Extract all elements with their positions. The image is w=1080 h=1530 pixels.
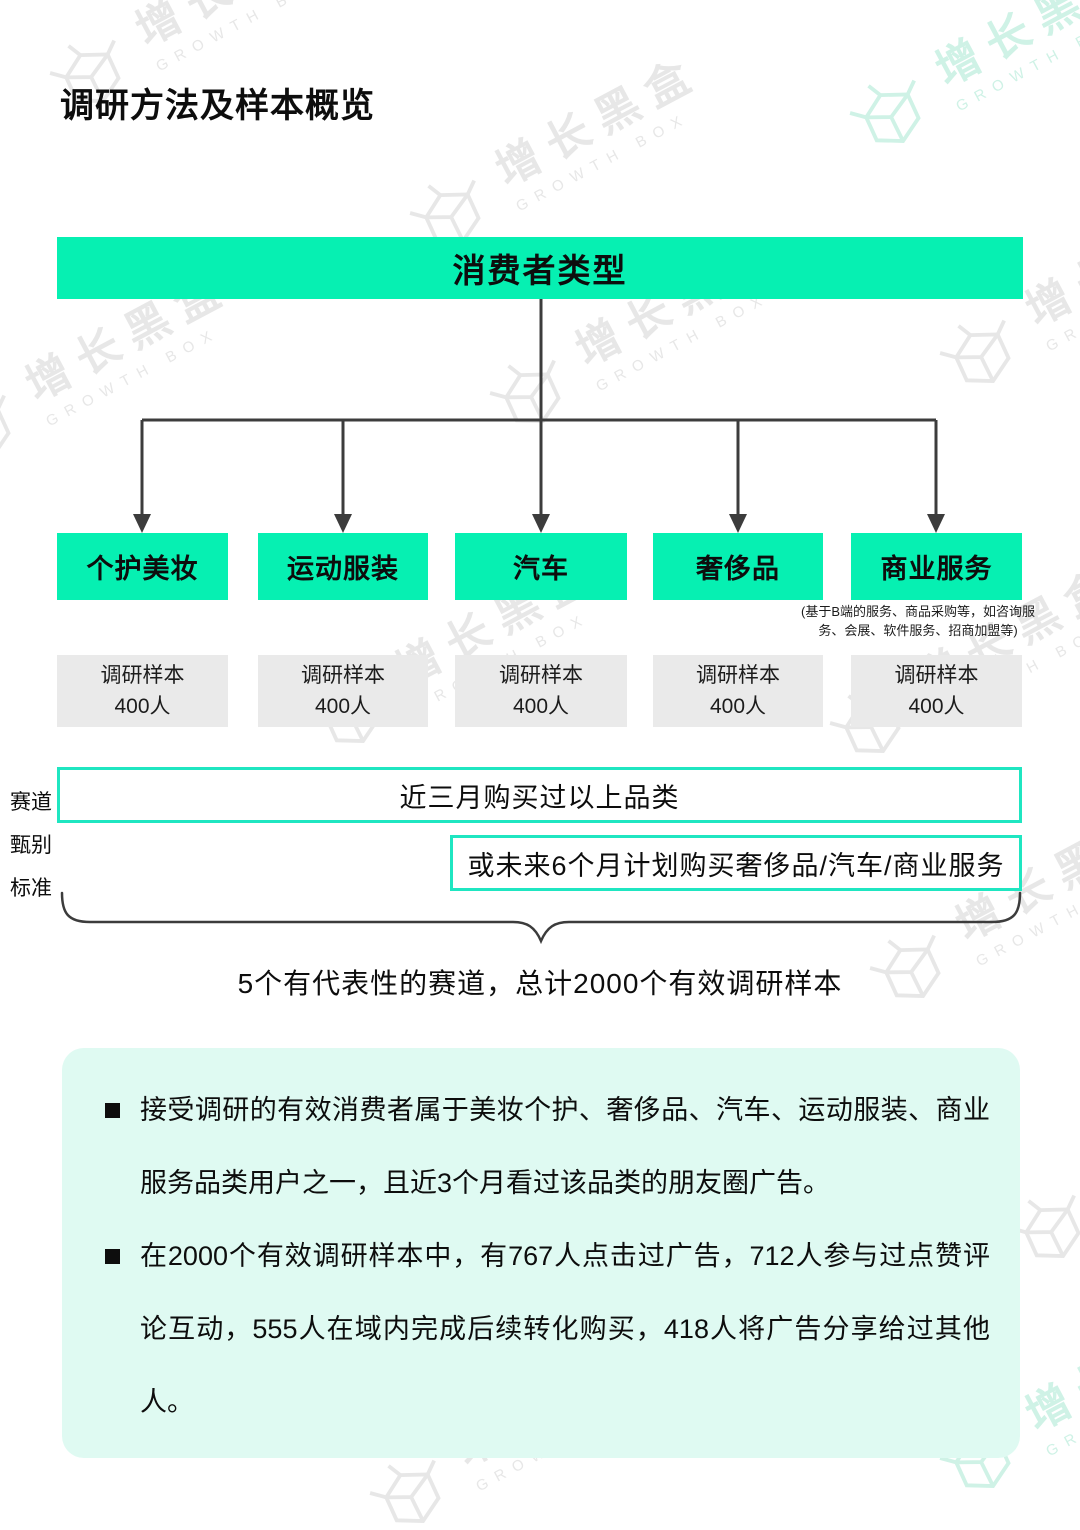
category-box-business-services: 商业服务 [851,533,1022,600]
page-title: 调研方法及样本概览 [60,87,375,125]
notes-panel: 接受调研的有效消费者属于美妆个护、奢侈品、汽车、运动服装、商业服务品类用户之一，… [62,1048,1020,1458]
sample-label: 调研样本 [499,664,583,687]
growth-box-logo-icon [49,39,121,103]
sample-label: 调研样本 [894,664,979,687]
category-box-automobile: 汽车 [455,533,627,600]
sample-size: 400人 [908,695,965,718]
category-box-sportswear: 运动服装 [258,533,428,600]
growth-box-logo-icon [939,319,1011,383]
summary-text: 5个有代表性的赛道，总计2000个有效调研样本 [237,968,843,999]
note-bullet-item: 在2000个有效调研样本中，有767人点击过广告，712人参与过点赞评论互动，5… [105,1220,990,1439]
sample-size: 400人 [114,695,171,718]
sample-box-business-services: 调研样本 400人 [851,655,1022,727]
sample-size: 400人 [314,695,372,718]
note-text: 在2000个有效调研样本中，有767人点击过广告，712人参与过点赞评论互动，5… [140,1241,990,1417]
growth-box-logo-icon [849,79,921,143]
square-bullet-icon [105,1249,120,1264]
arrowhead-icon [729,514,747,533]
underbrace [60,891,1022,945]
sample-size: 400人 [512,695,570,718]
sample-label: 调研样本 [301,664,385,687]
screening-criteria-label-line: 赛道 [10,791,52,814]
sample-size: 400人 [709,695,767,718]
arrowhead-icon [532,514,550,533]
growth-box-logo-icon [869,934,941,998]
arrowhead-icon [927,514,945,533]
criteria-box-recent-purchase: 近三月购买过以上品类 [57,767,1022,823]
criteria-box-planned-purchase: 或未来6个月计划购买奢侈品/汽车/商业服务 [450,835,1022,891]
sample-box-personal-care-beauty: 调研样本 400人 [57,655,228,727]
sample-box-automobile: 调研样本 400人 [455,655,627,727]
square-bullet-icon [105,1103,120,1118]
category-box-personal-care-beauty: 个护美妆 [57,533,228,600]
sample-box-sportswear: 调研样本 400人 [258,655,428,727]
growth-box-logo-icon [369,1459,441,1523]
arrowhead-icon [133,514,151,533]
business-services-note: (基于B端的服务、商品采购等，如咨询服务、会展、软件服务、招商加盟等) [800,604,1035,638]
growth-box-logo-icon [0,394,11,458]
note-text: 接受调研的有效消费者属于美妆个护、奢侈品、汽车、运动服装、商业服务品类用户之一，… [140,1095,990,1198]
sample-label: 调研样本 [100,664,185,687]
sample-box-luxury: 调研样本 400人 [653,655,823,727]
sample-label: 调研样本 [696,664,780,687]
screening-criteria-label-line: 甄别 [10,834,52,857]
screening-criteria-label-line: 标准 [10,877,52,900]
growth-box-logo-icon [1009,1194,1080,1258]
consumer-type-root-box: 消费者类型 [57,237,1023,299]
screening-criteria-label: 赛道 甄别 标准 [10,781,58,910]
category-box-luxury: 奢侈品 [653,533,823,600]
arrowhead-icon [334,514,352,533]
note-bullet-item: 接受调研的有效消费者属于美妆个护、奢侈品、汽车、运动服装、商业服务品类用户之一，… [105,1074,990,1220]
